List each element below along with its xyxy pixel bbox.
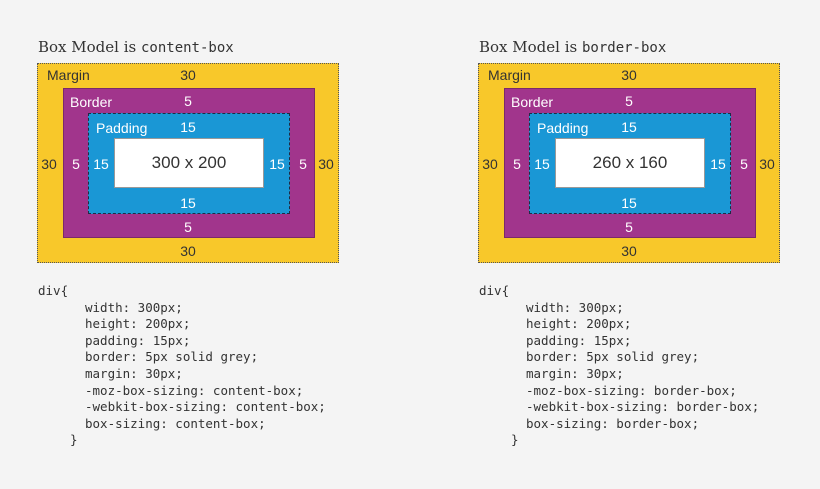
title-mode: border-box xyxy=(581,40,667,56)
margin-left-value: 30 xyxy=(41,156,57,172)
margin-left-value: 30 xyxy=(482,156,498,172)
diagram-title: Box Model is border-box xyxy=(479,38,666,56)
code-close: } xyxy=(70,432,78,448)
margin-top-value: 30 xyxy=(621,67,637,83)
css-code-block: div{ width: 300px; height: 200px; paddin… xyxy=(479,283,759,449)
margin-right-value: 30 xyxy=(759,156,775,172)
code-line: margin: 30px; xyxy=(85,365,183,381)
margin-bottom-value: 30 xyxy=(621,243,637,259)
css-code-block: div{ width: 300px; height: 200px; paddin… xyxy=(38,283,326,449)
border-right-value: 5 xyxy=(740,156,748,172)
code-line: -moz-box-sizing: border-box; xyxy=(526,382,737,398)
padding-left-value: 15 xyxy=(534,156,550,172)
code-line: width: 300px; xyxy=(85,299,183,315)
border-top-value: 5 xyxy=(184,93,192,109)
padding-top-value: 15 xyxy=(180,119,196,135)
code-line: -webkit-box-sizing: content-box; xyxy=(85,399,326,415)
padding-right-value: 15 xyxy=(269,156,285,172)
content-area: 300 x 200 xyxy=(114,138,264,188)
title-mode: content-box xyxy=(140,40,234,56)
code-line: box-sizing: content-box; xyxy=(85,415,266,431)
content-size: 300 x 200 xyxy=(151,153,227,172)
code-line: height: 200px; xyxy=(85,316,191,332)
content-box-panel: Box Model is content-box 300 x 200 Margi… xyxy=(0,0,360,489)
padding-left-value: 15 xyxy=(93,156,109,172)
padding-label: Padding xyxy=(537,120,589,136)
code-open: div{ xyxy=(38,283,69,298)
border-box-panel: Box Model is border-box 260 x 160 Margin… xyxy=(441,0,801,489)
code-line: -moz-box-sizing: content-box; xyxy=(85,382,304,398)
content-area: 260 x 160 xyxy=(555,138,705,188)
margin-bottom-value: 30 xyxy=(180,243,196,259)
code-line: -webkit-box-sizing: border-box; xyxy=(526,399,760,415)
border-label: Border xyxy=(511,94,554,110)
border-left-value: 5 xyxy=(513,156,521,172)
margin-label: Margin xyxy=(47,67,90,83)
code-line: width: 300px; xyxy=(526,299,624,315)
content-size: 260 x 160 xyxy=(592,153,668,172)
border-top-value: 5 xyxy=(625,93,633,109)
border-label: Border xyxy=(70,94,113,110)
padding-top-value: 15 xyxy=(621,119,637,135)
code-line: height: 200px; xyxy=(526,316,632,332)
border-left-value: 5 xyxy=(72,156,80,172)
title-prefix: Box Model is xyxy=(479,38,582,56)
border-right-value: 5 xyxy=(299,156,307,172)
margin-top-value: 30 xyxy=(180,67,196,83)
title-prefix: Box Model is xyxy=(38,38,141,56)
border-bottom-value: 5 xyxy=(625,219,633,235)
code-line: box-sizing: border-box; xyxy=(526,415,700,431)
padding-bottom-value: 15 xyxy=(621,195,637,211)
code-close: } xyxy=(511,432,519,448)
padding-right-value: 15 xyxy=(710,156,726,172)
code-line: padding: 15px; xyxy=(85,332,191,348)
code-line: margin: 30px; xyxy=(526,365,624,381)
code-line: border: 5px solid grey; xyxy=(85,349,259,365)
code-line: border: 5px solid grey; xyxy=(526,349,700,365)
margin-label: Margin xyxy=(488,67,531,83)
margin-right-value: 30 xyxy=(318,156,334,172)
padding-label: Padding xyxy=(96,120,148,136)
border-bottom-value: 5 xyxy=(184,219,192,235)
code-open: div{ xyxy=(479,283,510,298)
code-line: padding: 15px; xyxy=(526,332,632,348)
diagram-title: Box Model is content-box xyxy=(38,38,234,56)
padding-bottom-value: 15 xyxy=(180,195,196,211)
